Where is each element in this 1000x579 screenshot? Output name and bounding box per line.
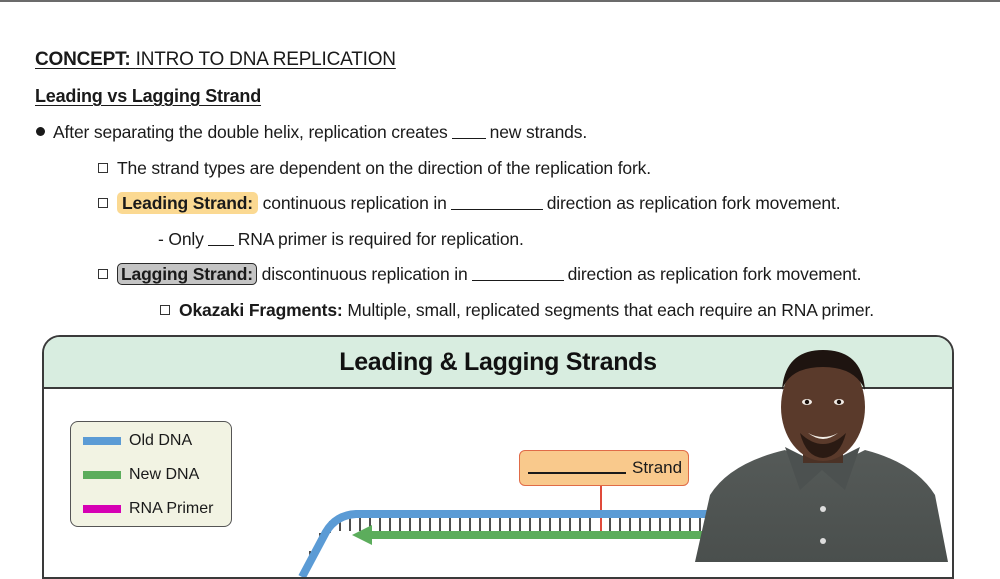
shirt-button xyxy=(820,538,826,544)
old-dna-swatch-icon xyxy=(83,437,121,445)
square-bullet-icon xyxy=(160,305,170,315)
fill-blank xyxy=(450,195,543,210)
lagging-text-after: direction as replication fork movement. xyxy=(567,264,862,284)
presenter-shirt xyxy=(695,450,948,562)
square-bullet-icon xyxy=(98,163,108,173)
lagging-strand-term: Lagging Strand: xyxy=(117,263,257,285)
legend-item-old-dna: Old DNA xyxy=(83,432,192,450)
bullet1-text-before: After separating the double helix, repli… xyxy=(53,122,448,142)
diagram-header: Leading & Lagging Strands xyxy=(44,337,952,389)
concept-text: INTRO TO DNA REPLICATION xyxy=(135,49,396,70)
leading-text-after: direction as replication fork movement. xyxy=(546,193,841,213)
diagram-title: Leading & Lagging Strands xyxy=(339,347,657,376)
strand-label-box: Strand xyxy=(519,450,689,486)
leading-strand-term: Leading Strand: xyxy=(117,192,258,214)
fill-blank xyxy=(471,266,564,281)
okazaki-text: Multiple, small, replicated segments tha… xyxy=(347,300,874,320)
square-bullet-icon xyxy=(98,198,108,208)
fill-blank xyxy=(207,231,234,246)
arrow-left-icon xyxy=(352,525,372,545)
legend-item-rna-primer: RNA Primer xyxy=(83,500,213,518)
leading-note-after: RNA primer is required for replication. xyxy=(237,229,524,249)
top-rule xyxy=(0,0,1000,2)
leading-text-before: continuous replication in xyxy=(262,193,447,213)
okazaki-term: Okazaki Fragments: xyxy=(179,300,343,320)
legend-item-new-dna: New DNA xyxy=(83,466,199,484)
new-dna-swatch-icon xyxy=(83,471,121,479)
shirt-button xyxy=(820,506,826,512)
bullet-replication-creates: After separating the double helix, repli… xyxy=(36,122,587,143)
old-dna-strand xyxy=(298,510,744,577)
strand-label-text: Strand xyxy=(632,458,683,477)
leading-note-before: - Only xyxy=(158,229,204,249)
diagram-legend: Old DNA New DNA RNA Primer xyxy=(70,421,232,527)
legend-label: RNA Primer xyxy=(129,500,214,517)
legend-label: Old DNA xyxy=(129,432,193,449)
sub-bullet-lagging-strand: Lagging Strand: discontinuous replicatio… xyxy=(98,263,862,285)
fill-blank xyxy=(528,472,626,474)
section-title: Leading vs Lagging Strand xyxy=(35,86,262,106)
legend-label: New DNA xyxy=(129,466,200,483)
bullet-dot-icon xyxy=(36,127,45,136)
bullet1-text-after: new strands. xyxy=(489,122,588,142)
lagging-text-before: discontinuous replication in xyxy=(261,264,468,284)
fill-blank xyxy=(451,124,486,139)
rna-primer-swatch-icon xyxy=(83,505,121,513)
presenter-hair xyxy=(782,350,865,390)
okazaki-fragments-bullet: Okazaki Fragments: Multiple, small, repl… xyxy=(160,300,874,321)
presenter-video xyxy=(695,350,948,562)
sub1-text: The strand types are dependent on the di… xyxy=(117,158,651,178)
square-bullet-icon xyxy=(98,269,108,279)
sub-bullet-leading-strand: Leading Strand: continuous replication i… xyxy=(98,192,841,214)
concept-label: CONCEPT: xyxy=(35,49,131,70)
presenter-face xyxy=(781,353,865,461)
sub-bullet-strand-types: The strand types are dependent on the di… xyxy=(98,158,651,179)
leading-note: - Only RNA primer is required for replica… xyxy=(158,229,524,250)
concept-title: CONCEPT: INTRO TO DNA REPLICATION xyxy=(35,49,396,71)
